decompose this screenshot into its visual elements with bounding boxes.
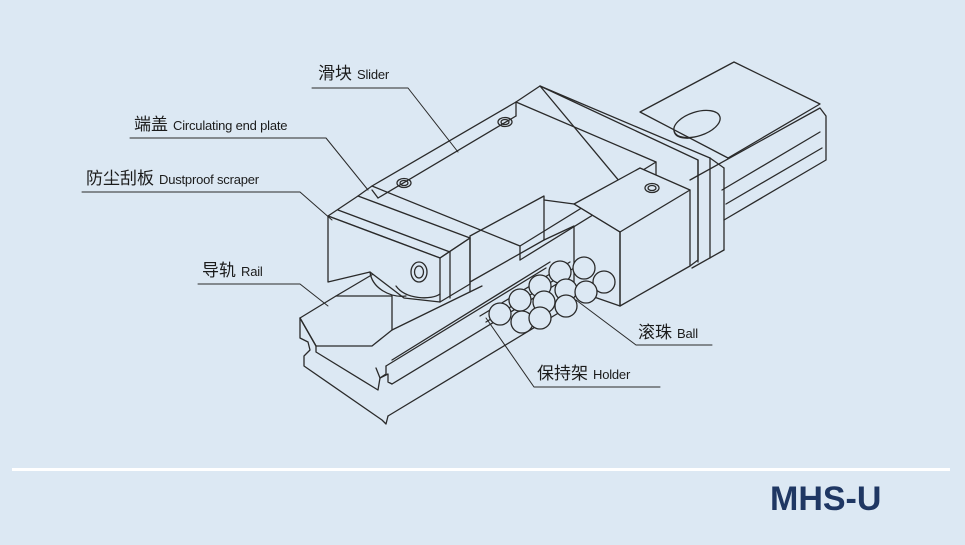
label-rail-en: Rail bbox=[241, 264, 263, 279]
leader-endplate bbox=[130, 138, 368, 190]
leader-holder bbox=[486, 318, 660, 387]
label-holder-en: Holder bbox=[593, 367, 631, 382]
leader-rail bbox=[198, 284, 328, 306]
label-slider-en: Slider bbox=[357, 67, 390, 82]
balls bbox=[489, 257, 615, 333]
label-scraper-zh: 防尘刮板 bbox=[86, 169, 154, 189]
leader-ball bbox=[576, 300, 712, 345]
label-endplate-en: Circulating end plate bbox=[173, 118, 288, 133]
label-ball-en: Ball bbox=[677, 326, 698, 341]
end-plate-front bbox=[328, 186, 470, 302]
label-slider-zh: 滑块 bbox=[318, 64, 352, 84]
label-holder: 保持架 Holder bbox=[537, 366, 630, 383]
model-name: MHS-U bbox=[770, 480, 882, 518]
label-rail: 导轨 Rail bbox=[202, 263, 263, 280]
leader-lines bbox=[82, 88, 712, 387]
divider-line bbox=[12, 468, 950, 471]
rail bbox=[300, 62, 826, 424]
label-holder-zh: 保持架 bbox=[537, 364, 588, 384]
label-scraper-en: Dustproof scraper bbox=[159, 172, 259, 187]
label-ball: 滚珠 Ball bbox=[638, 325, 698, 342]
label-ball-zh: 滚珠 bbox=[638, 323, 672, 343]
label-scraper: 防尘刮板 Dustproof scraper bbox=[86, 171, 259, 188]
slider-body bbox=[372, 86, 724, 306]
label-endplate-zh: 端盖 bbox=[134, 115, 168, 135]
label-rail-zh: 导轨 bbox=[202, 261, 236, 281]
leader-slider bbox=[312, 88, 458, 152]
label-endplate: 端盖 Circulating end plate bbox=[134, 115, 288, 135]
leader-scraper bbox=[82, 192, 332, 220]
label-slider: 滑块 Slider bbox=[318, 66, 389, 83]
